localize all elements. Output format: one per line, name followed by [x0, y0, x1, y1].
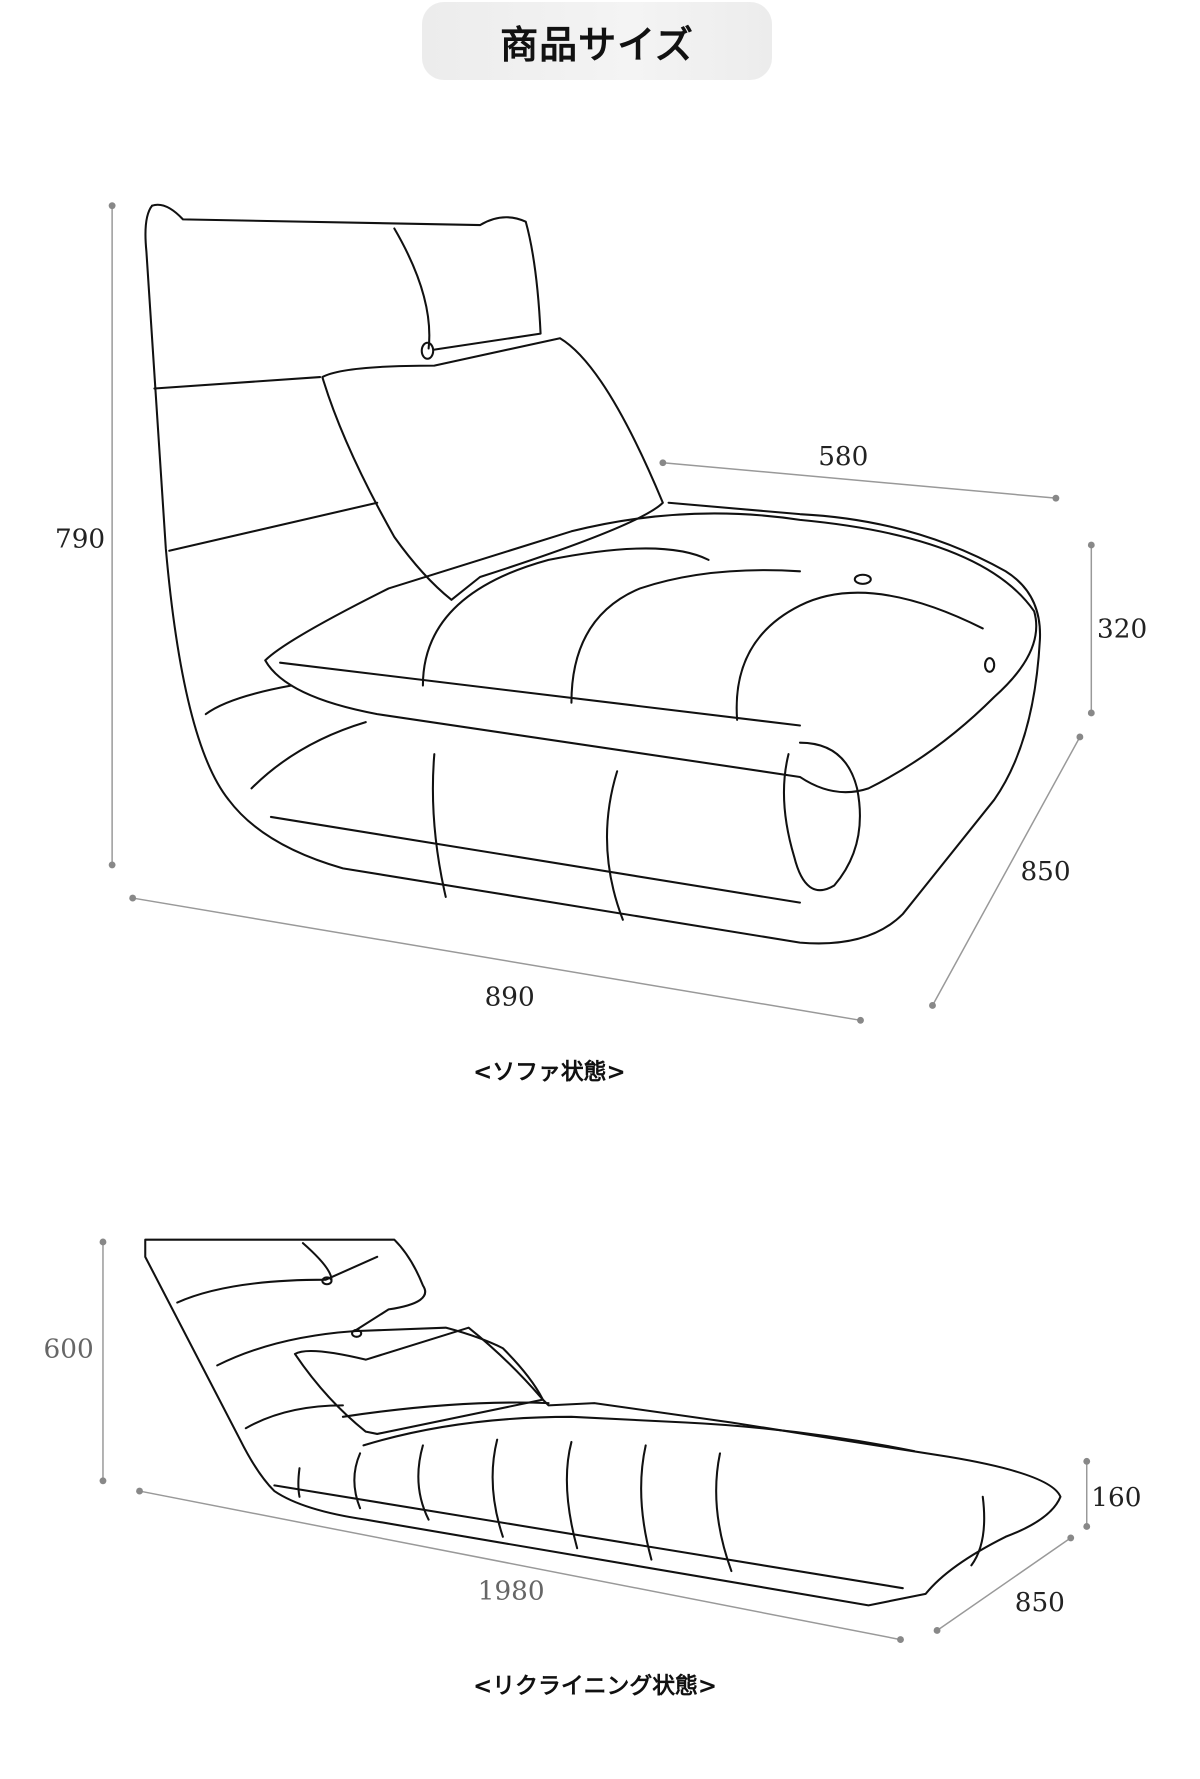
sofa-illustration — [144, 203, 1041, 945]
sofa-width-label: 850 — [1020, 857, 1070, 887]
sofa-state-caption: <ソファ状態> — [473, 1059, 626, 1086]
reclining-width-label: 850 — [1015, 1588, 1065, 1618]
sofa-dimension-lines — [108, 202, 1095, 1024]
sofa-seat-height-label: 320 — [1097, 615, 1147, 645]
sofa-height-label: 790 — [55, 524, 105, 554]
reclining-length-label: 1980 — [478, 1577, 545, 1607]
reclining-dimension-lines — [99, 1238, 1091, 1644]
reclining-state-caption: <リクライニング状態> — [473, 1672, 717, 1699]
sofa-length-label: 890 — [485, 982, 535, 1012]
title-banner: 商品サイズ — [422, 2, 772, 80]
page-title: 商品サイズ — [500, 22, 694, 67]
sofa-seat-depth-label: 580 — [818, 442, 868, 472]
reclining-height-label: 600 — [44, 1334, 94, 1364]
reclining-thickness-label: 160 — [1091, 1483, 1141, 1513]
reclining-illustration — [144, 1238, 1062, 1607]
